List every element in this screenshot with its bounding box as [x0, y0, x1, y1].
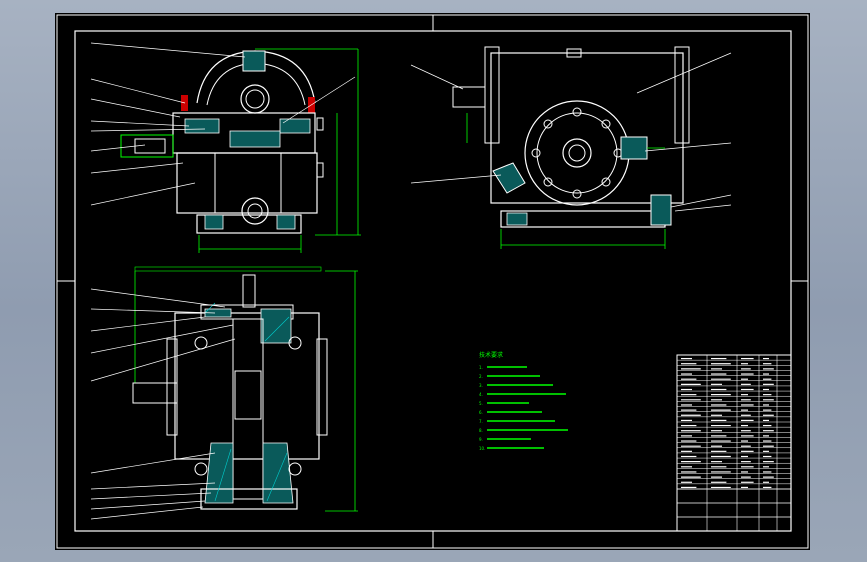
- front-view-lower-body: [176, 152, 318, 214]
- side-view-flange: [524, 100, 630, 206]
- technical-note-line: 8.: [479, 428, 483, 433]
- technical-note-line: 4.: [479, 392, 483, 397]
- section-view-housing: [174, 312, 320, 460]
- drawing-sheet[interactable]: 技术要求 1. 2. 3. 4. 5. 6. 7. 8. 9. 10.: [55, 13, 810, 550]
- technical-note-line: 1.: [479, 365, 483, 370]
- section-view: [90, 266, 358, 520]
- technical-note-line: 9.: [479, 437, 483, 442]
- technical-note-line: 2.: [479, 374, 483, 379]
- front-view-input-shaft: [120, 134, 174, 158]
- technical-note-line: 5.: [479, 401, 483, 406]
- side-view: [410, 46, 732, 249]
- technical-note-line: 10.: [479, 446, 485, 451]
- side-view-input-shaft: [452, 86, 486, 108]
- technical-note-line: 6.: [479, 410, 483, 415]
- technical-note-line: 7.: [479, 419, 483, 424]
- sheet-border: [56, 14, 809, 549]
- title-block-frame: [676, 354, 792, 532]
- front-view-base: [196, 214, 302, 234]
- technical-note-line: 3.: [479, 383, 483, 388]
- front-view: [90, 42, 361, 253]
- section-view-input-shaft: [132, 382, 178, 404]
- cad-drawing: 技术要求 1. 2. 3. 4. 5. 6. 7. 8. 9. 10.: [56, 14, 809, 549]
- side-view-housing: [490, 52, 684, 204]
- technical-notes-title: 技术要求: [479, 351, 503, 359]
- section-view-worm-shaft: [232, 318, 264, 500]
- side-view-drain-nozzle: [492, 162, 526, 194]
- title-block: [676, 354, 792, 532]
- technical-notes: 技术要求 1. 2. 3. 4. 5. 6. 7. 8. 9. 10.: [479, 351, 568, 451]
